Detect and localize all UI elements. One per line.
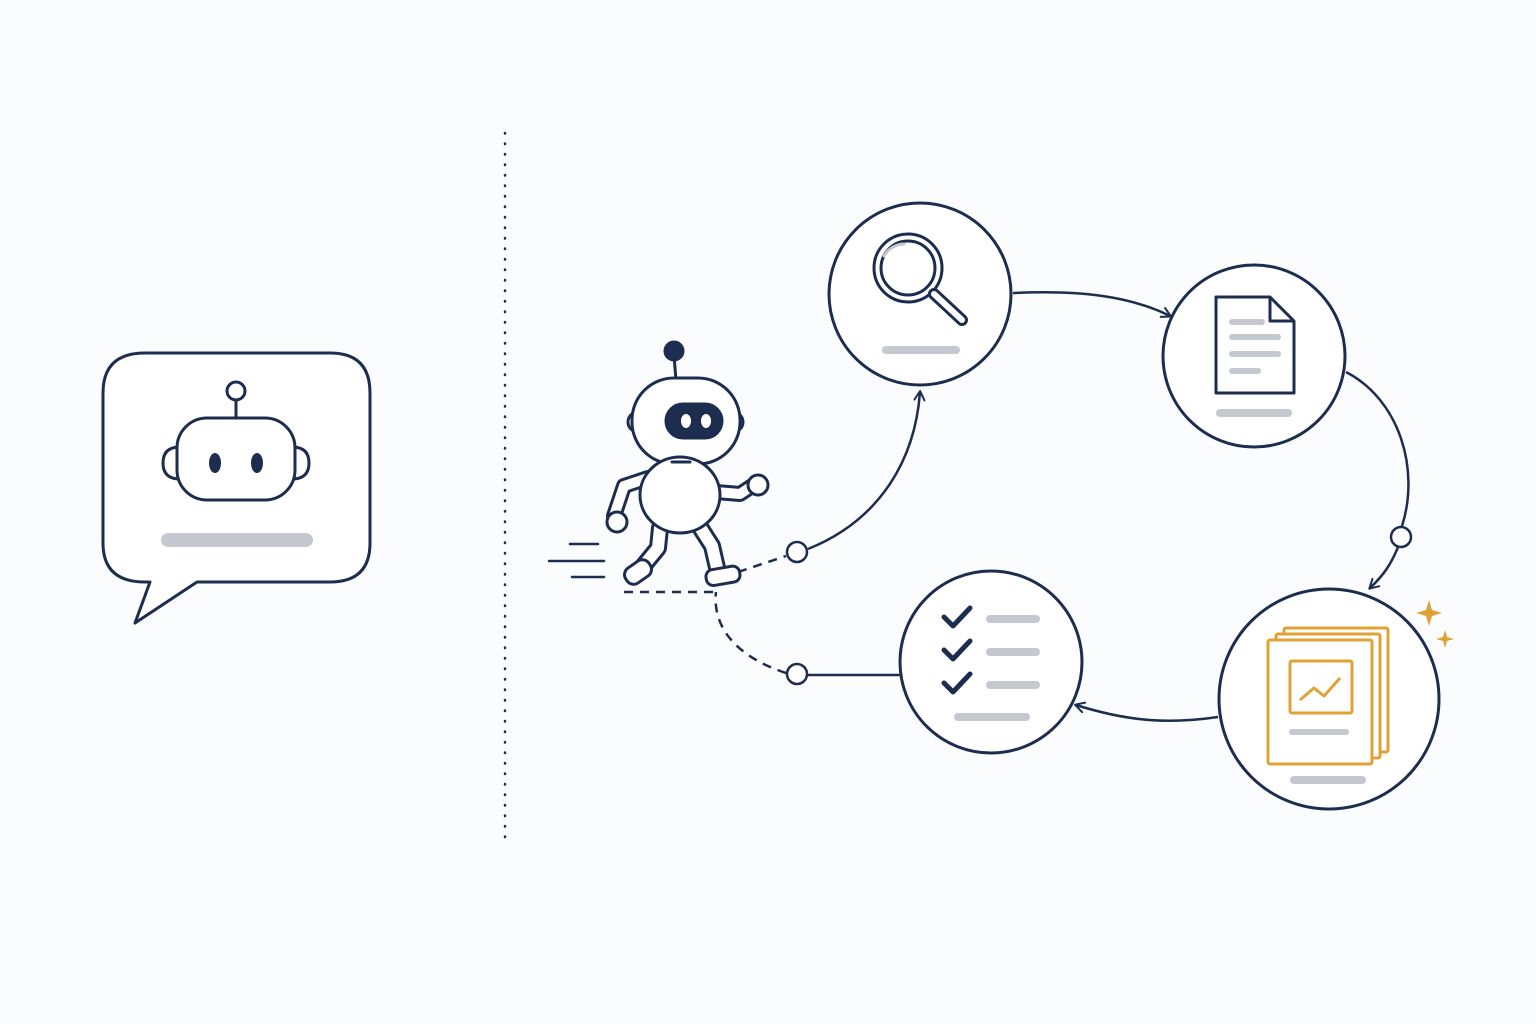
connector-node-3 — [785, 662, 809, 686]
magnifier-icon — [872, 232, 968, 326]
speed-lines — [547, 542, 606, 579]
walking-robot-icon — [605, 340, 770, 588]
arrow-to-report — [1368, 546, 1400, 590]
connector-node-2 — [1389, 525, 1413, 549]
connector-node-1 — [785, 540, 809, 564]
step-report — [1217, 587, 1441, 811]
step-search — [827, 201, 1013, 387]
step-document — [1161, 263, 1347, 449]
dashed-connector-lower — [714, 591, 787, 675]
step-checklist — [898, 569, 1084, 755]
checklist-icon — [941, 605, 1040, 695]
connectors — [624, 291, 1410, 722]
arrow-to-document — [1012, 291, 1172, 318]
connector-document-down — [1345, 370, 1410, 527]
document-icon — [1214, 295, 1296, 395]
chat-bubble-robot-icon — [161, 380, 311, 502]
arrow-to-search — [807, 390, 926, 551]
dashed-connector-upper — [737, 554, 787, 574]
report-chart-icon — [1266, 626, 1390, 766]
sparkle-icon — [1416, 600, 1454, 648]
arrow-to-checklist — [1074, 701, 1219, 722]
